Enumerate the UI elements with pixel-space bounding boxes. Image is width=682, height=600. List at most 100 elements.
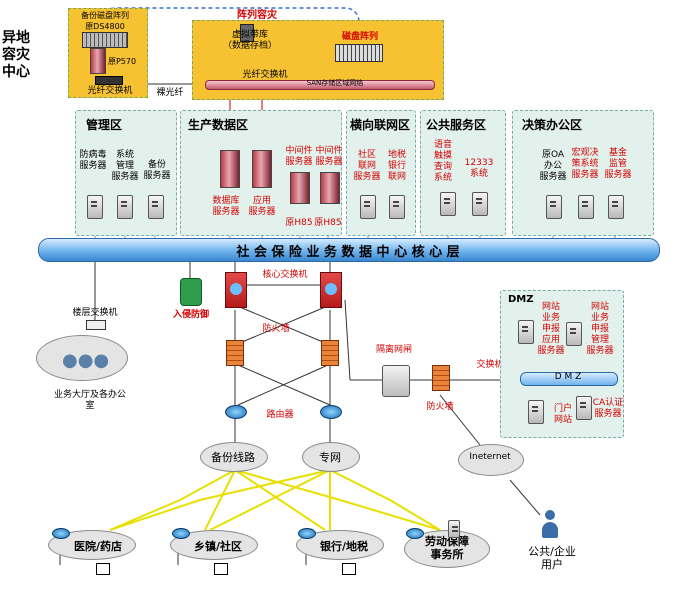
p570-label: 原P570 [107, 57, 137, 66]
firewall-2-label: 防火墙 [426, 402, 454, 412]
mgmt-item-2: 备份 服务器 [143, 160, 171, 181]
horiz-zone-title: 横向联网区 [350, 118, 411, 132]
site-label-2: 银行/地税 [319, 540, 369, 553]
h85-server-icon [320, 172, 340, 204]
public-item-1: 12333 系统 [464, 158, 494, 179]
database-server-icon [220, 150, 240, 188]
core-layer-bar [38, 238, 660, 262]
server-icon [518, 320, 534, 344]
floor-switch-label: 楼层交换机 [72, 308, 118, 318]
internet-cloud [458, 444, 524, 476]
dmz-item-2: 门户 网站 [553, 404, 572, 425]
dmz-item-0: 网站 业务 申报 应用 服务器 [537, 302, 565, 356]
san-bar [205, 80, 435, 90]
server-icon [148, 195, 164, 219]
site-cloud-3 [404, 530, 490, 568]
router-icon [52, 528, 70, 539]
fc-switch-label: 光纤交换机 [87, 86, 133, 96]
core-switch-icon [320, 272, 342, 308]
server-icon [389, 195, 405, 219]
replication-label: 阵列容灾 [237, 10, 277, 21]
dmz-item-1: 网站 业务 申报 管理 服务器 [586, 302, 614, 356]
pc-icon [214, 563, 228, 575]
private-net-label: 专网 [319, 451, 341, 464]
prod-item-3: 中间件 服务器 [315, 146, 343, 167]
p570-server-icon [90, 48, 106, 74]
san-label: SAN存储区域网络 [306, 79, 364, 87]
dmz-item-3: CA认证 服务器 [592, 398, 624, 419]
site-cloud-1 [170, 530, 258, 560]
mgmt-zone-title: 管理区 [86, 118, 123, 132]
firewall-2-icon [432, 365, 450, 391]
backup-array-label: 备份磁盘阵列 原DS4800 [81, 11, 129, 31]
server-icon [440, 192, 456, 216]
core-layer-label: 社 会 保 险 业 务 数 据 中 心 核 心 层 [236, 245, 460, 260]
dmz-switch-label: 交换机 [476, 360, 504, 370]
private-net-cloud [302, 442, 360, 472]
virtual-tape-library-icon [240, 24, 254, 42]
prod-item-2: 中间件 服务器 [285, 146, 313, 167]
internet-label: Ineternet [469, 452, 511, 462]
decision-zone-title: 决策办公区 [522, 118, 583, 132]
server-icon [576, 396, 592, 420]
prod-zone-title: 生产数据区 [188, 118, 249, 132]
disk-array-icon [82, 32, 128, 48]
prod-item-4: 原H85 [285, 218, 313, 228]
server-icon [566, 322, 582, 346]
dmz-bus [520, 372, 618, 386]
virtual-tape-label: 虚拟带库 （数据存档） [222, 30, 277, 51]
prod-item-5: 原H85 [314, 218, 342, 228]
site-label-0: 医院/药店 [73, 540, 123, 553]
offsite-dr-center-title: 异地 容灾 中心 [2, 30, 30, 80]
decision-item-1: 宏观决 策系统 服务器 [571, 148, 599, 180]
decision-item-0: 原OA 办公 服务器 [539, 150, 567, 182]
server-icon [546, 195, 562, 219]
firewall-label: 防火墙 [262, 324, 290, 334]
pc-icon [342, 563, 356, 575]
storage-array-icon [335, 44, 383, 62]
ids-icon [180, 278, 202, 306]
router-icon [406, 528, 424, 539]
router-label: 路由器 [266, 410, 294, 420]
ids-label: 入侵防御 [172, 310, 209, 320]
prod-item-0: 数据库 服务器 [212, 196, 240, 217]
fc-switch-icon [95, 76, 123, 85]
backup-line-label: 备份线路 [211, 451, 255, 464]
site-label-1: 乡镇/社区 [193, 540, 243, 553]
isolation-gateway-label: 隔离网闸 [375, 345, 412, 355]
isolation-gateway-icon [382, 365, 410, 397]
public-item-0: 语音 触摸 查询 系统 [433, 140, 452, 183]
server-icon [448, 520, 460, 538]
site-label-3: 劳动保障 事务所 [425, 535, 469, 561]
server-icon [578, 195, 594, 219]
public-zone [420, 110, 506, 236]
core-switch-icon [225, 272, 247, 308]
hall-label: 业务大厅及各办公 室 [53, 390, 126, 411]
backup-line-cloud [200, 442, 268, 472]
dmz-bus-label: D M Z [554, 372, 582, 382]
server-icon [87, 195, 103, 219]
decision-item-2: 基金 监管 服务器 [604, 148, 632, 180]
horiz-item-0: 社区 联网 服务器 [353, 150, 381, 182]
firewall-icon [321, 340, 339, 366]
server-icon [528, 400, 544, 424]
floor-switch-icon [86, 320, 106, 330]
users-group-icon: ●●● [62, 350, 110, 371]
horiz-item-1: 地税 银行 联网 [387, 150, 406, 182]
router-icon [225, 405, 247, 419]
public-zone-title: 公共服务区 [426, 118, 487, 132]
server-icon [360, 195, 376, 219]
public-user-icon [542, 510, 558, 540]
prod-item-1: 应用 服务器 [248, 196, 276, 217]
dmz-title: DMZ [508, 294, 534, 305]
router-icon [298, 528, 316, 539]
public-users-label: 公共/企业 用户 [528, 545, 576, 571]
office-cloud [36, 335, 128, 381]
server-icon [472, 192, 488, 216]
h85-server-icon [290, 172, 310, 204]
router-icon [172, 528, 190, 539]
dmz-zone [500, 290, 624, 438]
mgmt-item-0: 防病毒 服务器 [79, 150, 107, 171]
mgmt-item-1: 系统 管理 服务器 [111, 150, 139, 182]
router-icon [320, 405, 342, 419]
